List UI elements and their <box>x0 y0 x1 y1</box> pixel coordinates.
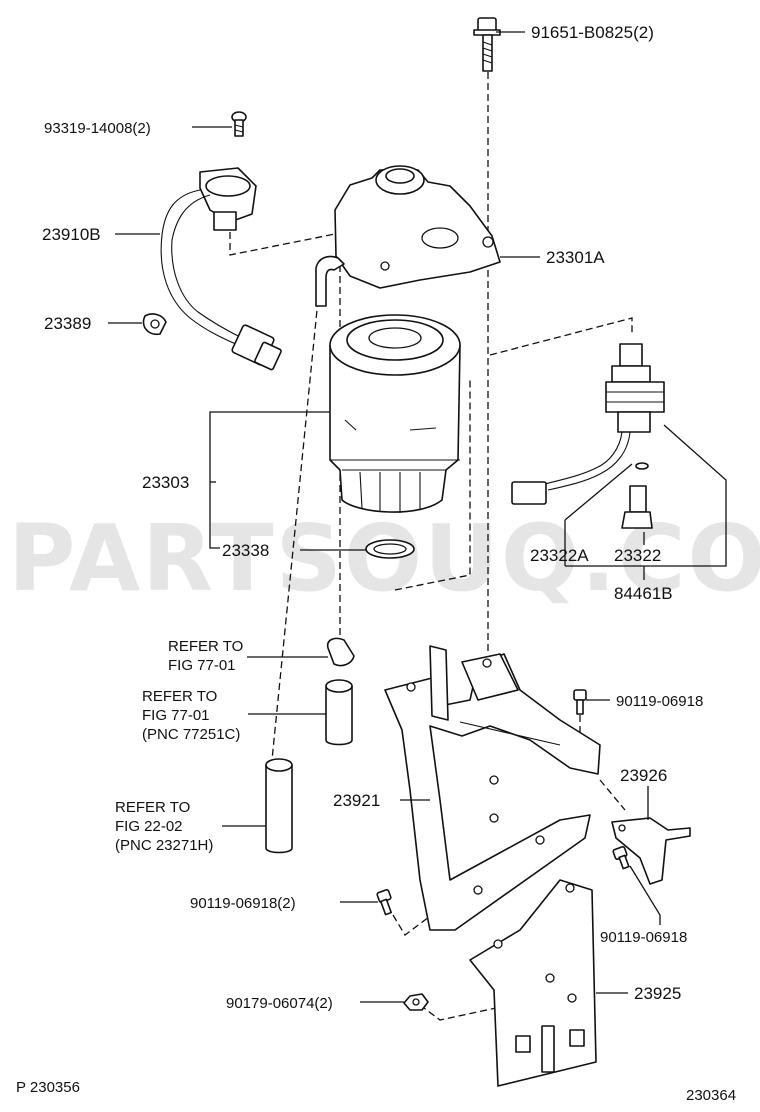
refer-line: REFER TO <box>168 638 243 655</box>
callout-91651-b0825: 91651-B0825(2) <box>531 23 654 42</box>
screw-icon <box>231 111 247 137</box>
callout-90119-06918-b: 90119-06918 <box>600 929 687 946</box>
refer-pnc: (PNC 23271H) <box>115 837 213 854</box>
hose-short-icon <box>325 679 353 746</box>
water-switch-icon <box>511 343 665 529</box>
hose-long-icon <box>265 758 293 854</box>
bolt-bracket-icon <box>573 689 587 715</box>
callout-23925: 23925 <box>634 984 681 1003</box>
callout-23301a: 23301A <box>546 248 605 267</box>
callout-23926: 23926 <box>620 766 667 785</box>
refer-pnc: (PNC 77251C) <box>142 726 240 743</box>
refer-note-1: REFER TO FIG 77-01 <box>168 638 243 674</box>
bolt-small-bracket-icon <box>612 846 630 870</box>
leader-lines <box>108 31 727 1003</box>
filter-head-icon <box>315 165 501 307</box>
callout-90119-06918-pair: 90119-06918(2) <box>190 895 296 912</box>
refer-note-3: REFER TO FIG 22-02 (PNC 23271H) <box>115 799 213 854</box>
callout-93319-14008: 93319-14008(2) <box>44 120 151 137</box>
figure-code-right: 230364 <box>686 1087 736 1104</box>
refer-fig: FIG 77-01 <box>168 657 236 674</box>
figure-code-left: P 230356 <box>16 1079 80 1096</box>
callout-23921: 23921 <box>333 791 380 810</box>
nut-icon <box>403 993 429 1011</box>
callout-23303: 23303 <box>142 473 189 492</box>
filter-element-icon <box>329 314 461 513</box>
bolt-top-icon <box>473 17 501 72</box>
small-bracket-icon <box>611 817 691 885</box>
callout-23910b: 23910B <box>42 225 101 244</box>
lower-bracket-icon <box>469 879 597 1087</box>
main-bracket-icon <box>384 645 601 931</box>
refer-fig: FIG 77-01 <box>142 707 210 724</box>
callout-84461b: 84461B <box>614 584 673 603</box>
hose-clip-icon <box>326 637 355 667</box>
bolt-pair-icon <box>376 889 393 916</box>
gasket-icon <box>365 539 415 559</box>
callout-23322a: 23322A <box>530 546 589 565</box>
refer-fig: FIG 22-02 <box>115 818 183 835</box>
callout-23338: 23338 <box>222 541 269 560</box>
refer-note-2: REFER TO FIG 77-01 (PNC 77251C) <box>142 688 240 743</box>
clamp-icon <box>142 313 167 336</box>
callout-90119-06918-a: 90119-06918 <box>616 693 703 710</box>
callout-90179-06074: 90179-06074(2) <box>226 995 333 1012</box>
refer-line: REFER TO <box>115 799 190 816</box>
sensor-harness-icon <box>160 167 282 371</box>
refer-line: REFER TO <box>142 688 217 705</box>
callout-23389: 23389 <box>44 314 91 333</box>
callout-23322: 23322 <box>614 546 661 565</box>
